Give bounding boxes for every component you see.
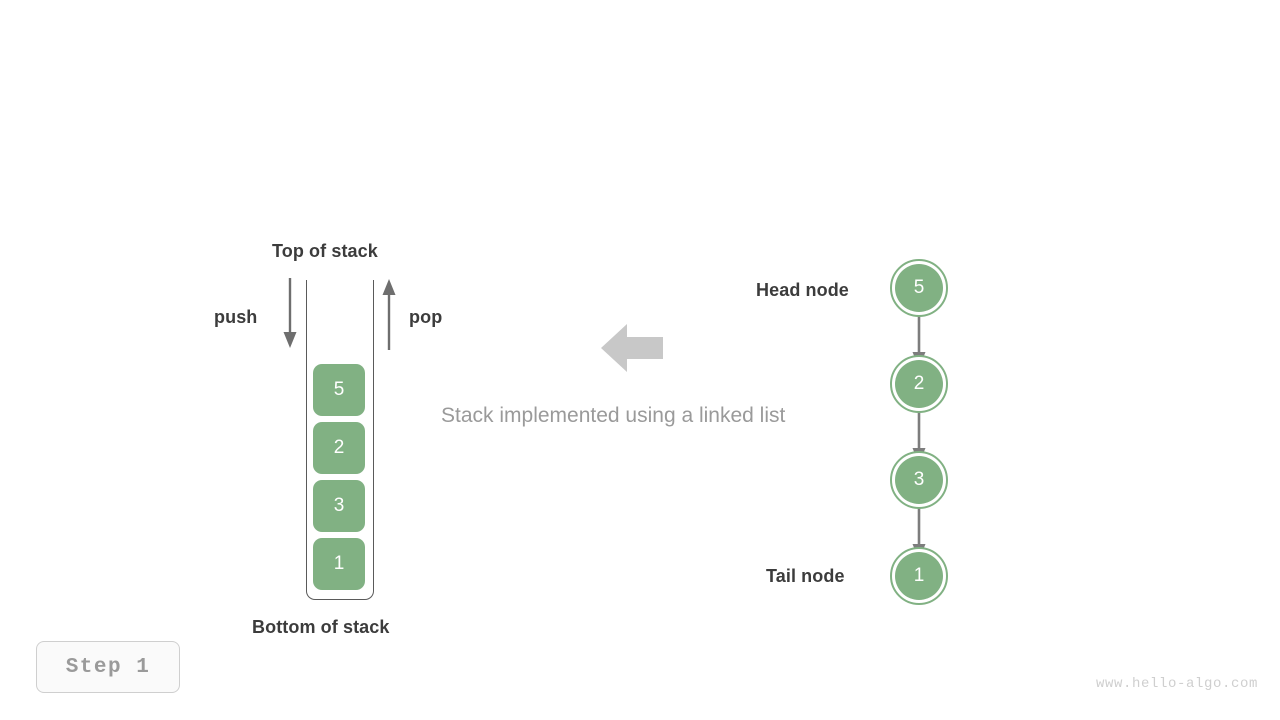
push-label: push xyxy=(214,307,258,327)
stack-cell[interactable]: 5 xyxy=(313,364,365,416)
linked-list-node[interactable]: 2 xyxy=(890,355,948,413)
stack-cell[interactable]: 1 xyxy=(313,538,365,590)
watermark: www.hello-algo.com xyxy=(1095,676,1258,692)
big-left-arrow-icon xyxy=(601,324,663,372)
push-arrow-icon xyxy=(283,278,297,348)
linked-list-node-value: 2 xyxy=(895,360,943,408)
bottom-of-stack-label: Bottom of stack xyxy=(252,617,390,637)
head-node-label: Head node xyxy=(756,280,849,300)
top-of-stack-label: Top of stack xyxy=(272,241,378,261)
linked-list-node[interactable]: 5 xyxy=(890,259,948,317)
stack-cell-list: 5 2 3 1 xyxy=(313,364,365,590)
linked-list-node-value: 1 xyxy=(895,552,943,600)
stack-container xyxy=(306,280,374,600)
pop-label: pop xyxy=(409,307,443,327)
step-badge: Step 1 xyxy=(36,641,180,693)
linked-list-node[interactable]: 1 xyxy=(890,547,948,605)
linked-list-node-value: 5 xyxy=(895,264,943,312)
stack-cell[interactable]: 2 xyxy=(313,422,365,474)
linked-list-node-value: 3 xyxy=(895,456,943,504)
linked-list-node[interactable]: 3 xyxy=(890,451,948,509)
middle-caption: Stack implemented using a linked list xyxy=(441,404,786,427)
stack-cell[interactable]: 3 xyxy=(313,480,365,532)
pop-arrow-icon xyxy=(382,279,396,350)
tail-node-label: Tail node xyxy=(766,566,845,586)
